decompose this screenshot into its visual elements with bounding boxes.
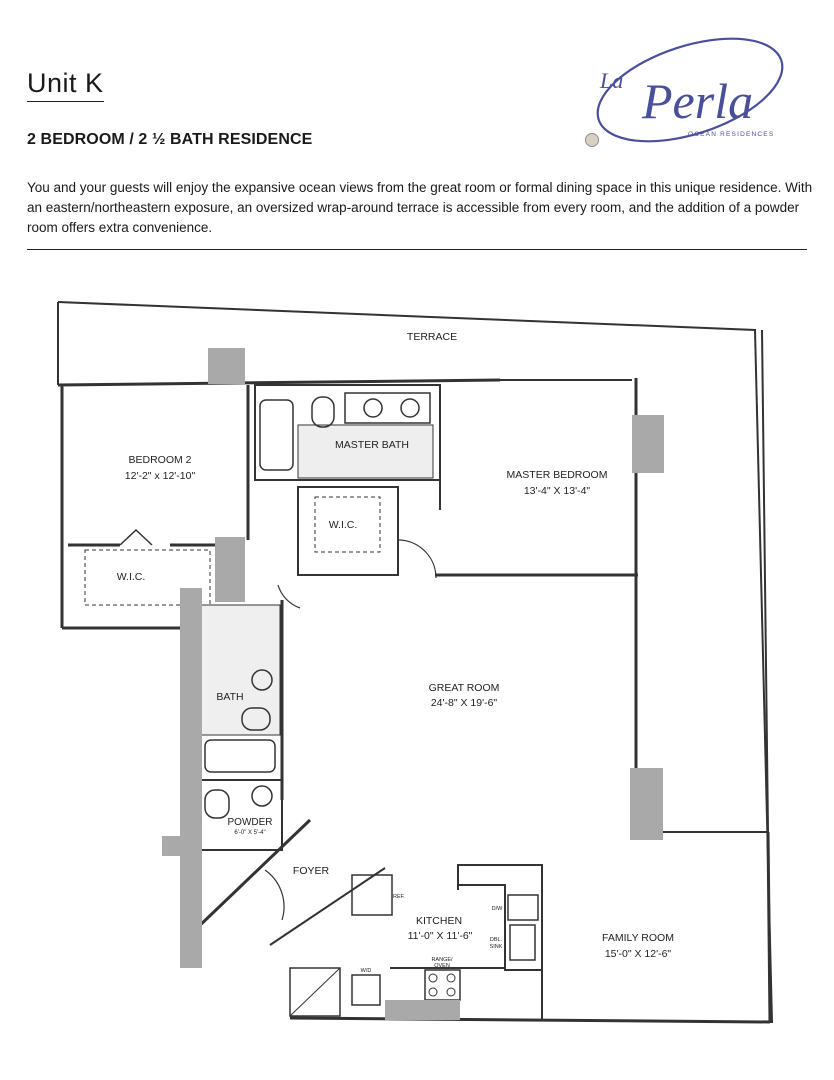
logo-swoosh [596, 37, 784, 143]
family-room-east-wall [766, 831, 772, 1023]
foyer-closet [289, 967, 341, 1017]
bath-label: BATH [216, 691, 243, 703]
range-burner-3 [428, 987, 438, 997]
foyer-closet-diag [289, 967, 341, 1017]
south-wall [289, 1016, 771, 1024]
master-bath-label: MASTER BATH [335, 439, 409, 451]
master-toilet-icon [311, 396, 335, 428]
entry-door-arc [264, 869, 285, 921]
bath-sink-icon [251, 669, 273, 691]
master-door-arc [397, 539, 437, 579]
kitchen-counter [457, 864, 543, 971]
dbl-sink-box [509, 924, 536, 961]
powder-dims: 6'-0" X 5'-4" [234, 830, 265, 836]
residence-description: You and your guests will enjoy the expan… [27, 180, 813, 235]
column-bedroom2 [215, 537, 245, 602]
terrace-label: TERRACE [407, 331, 457, 343]
header-divider [27, 249, 807, 250]
column-master-east [632, 415, 664, 473]
dw-label: D/W [492, 906, 504, 912]
unit-title: Unit K [27, 68, 104, 102]
floor-plan: TERRACE BEDROOM 2 12'-2" x 12'-10" MASTE… [57, 301, 774, 1024]
column-great-room-east [630, 768, 663, 840]
bedroom2-dims: 12'-2" x 12'-10" [125, 470, 196, 482]
logo-perla: Perla [641, 73, 753, 129]
wic-bedroom2-outline [84, 549, 211, 606]
wd-label: W/D [361, 968, 372, 974]
column-terrace [208, 348, 245, 384]
range-label: RANGE/ [431, 957, 453, 963]
column-south [385, 1000, 460, 1020]
powder-toilet-icon [204, 789, 230, 819]
family-room-label: FAMILY ROOM [602, 932, 674, 944]
range-label-2: OVEN [434, 963, 450, 969]
logo-tagline: OCEAN RESIDENCES [688, 131, 774, 138]
dbl-sink-label-2: SINK [490, 944, 503, 950]
logo-la: La [599, 68, 623, 93]
master-bath-vanity [344, 392, 431, 424]
great-room-dims: 24'-8" X 19'-6" [431, 697, 498, 709]
great-room-label: GREAT ROOM [429, 682, 500, 694]
ref-label: REF. [393, 894, 405, 900]
wic-bedroom2-label: W.I.C. [117, 571, 146, 583]
wic-master-outline [314, 496, 381, 553]
range-burner-1 [428, 973, 438, 983]
residence-subtitle: 2 BEDROOM / 2 ½ BATH RESIDENCE [27, 131, 313, 148]
foyer-diagonal-wall [193, 818, 312, 932]
bedroom2-closet-door [119, 528, 153, 546]
master-bedroom-dims: 13'-4" X 13'-4" [524, 485, 591, 497]
master-bath-shower-floor [297, 424, 434, 479]
kitchen-label: KITCHEN [416, 915, 462, 927]
column-powder-side [162, 836, 182, 856]
terrace-inner-right [761, 329, 769, 833]
column-west-core [180, 588, 202, 968]
bedroom2-label: BEDROOM 2 [128, 454, 191, 466]
range-burner-4 [446, 987, 456, 997]
family-room-dims: 15'-0" X 12'-6" [605, 948, 672, 960]
ref-box [351, 874, 393, 916]
wic-master-room [297, 486, 399, 576]
dishwasher-box [507, 894, 539, 921]
sink-left-icon [363, 398, 383, 418]
dbl-sink-label: DBL. [490, 937, 503, 943]
powder-sink-icon [251, 785, 273, 807]
terrace-outline [57, 301, 774, 1023]
master-bedroom-label: MASTER BEDROOM [507, 469, 608, 481]
range-burner-2 [446, 973, 456, 983]
wd-box [351, 974, 381, 1006]
pearl-icon [585, 133, 599, 147]
bath-floor [199, 604, 281, 736]
north-wall [57, 378, 501, 387]
wic-master-label: W.I.C. [329, 519, 358, 531]
sink-right-icon [400, 398, 420, 418]
kitchen-dims: 11'-0" X 11'-6" [408, 930, 473, 942]
bath-toilet-icon [241, 707, 271, 731]
la-perla-logo: La Perla OCEAN RESIDENCES [585, 37, 784, 147]
master-bath-tub [259, 399, 294, 471]
foyer-label: FOYER [293, 865, 330, 877]
foyer-lower-wall [269, 867, 386, 946]
bath-door-arc [277, 584, 301, 609]
bath-tub [204, 739, 276, 773]
powder-label: POWDER [228, 817, 273, 828]
